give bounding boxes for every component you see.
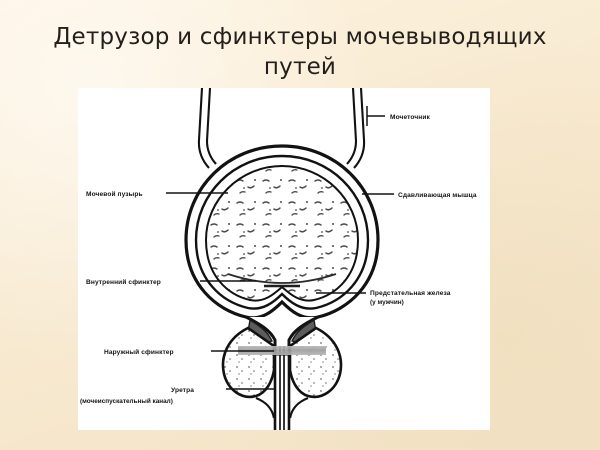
- label-urethra: Уретра (мочеиспускательный канал): [80, 387, 274, 405]
- label-internal-sphincter-text: Внутренний сфинктер: [86, 278, 161, 286]
- label-ureter: Мочеточник: [366, 106, 431, 126]
- label-external-sphincter: Наружный сфинктер: [104, 348, 274, 356]
- ureter-left: [197, 88, 217, 169]
- label-prostate-text: Предстательная железа: [370, 290, 451, 297]
- ureter-right: [346, 88, 366, 169]
- label-ureter-text: Мочеточник: [390, 114, 431, 121]
- label-prostate-note: (у мужчин): [370, 299, 404, 306]
- external-sphincter-band: [238, 346, 326, 355]
- urinary-tract-diagram: Мочеточник Мочевой пузырь Сдавливающая м…: [80, 88, 477, 430]
- prostate-gland: [221, 326, 343, 399]
- label-urethra-text: Уретра: [171, 387, 194, 394]
- label-bladder-text: Мочевой пузырь: [86, 190, 143, 198]
- label-detrusor-text: Сдавливающая мышца: [398, 192, 477, 199]
- page-title: Детрузор и сфинктеры мочевыводящих путей: [53, 24, 547, 80]
- label-urethra-note: (мочеиспускательный канал): [80, 397, 173, 405]
- label-internal-sphincter: Внутренний сфинктер: [86, 278, 256, 286]
- label-external-sphincter-text: Наружный сфинктер: [104, 348, 174, 356]
- label-prostate: Предстательная железа (у мужчин): [316, 290, 451, 306]
- label-bladder: Мочевой пузырь: [86, 190, 228, 198]
- diagram-panel: Мочеточник Мочевой пузырь Сдавливающая м…: [78, 88, 490, 430]
- label-detrusor: Сдавливающая мышца: [362, 192, 477, 199]
- bladder-lumen: [204, 164, 360, 302]
